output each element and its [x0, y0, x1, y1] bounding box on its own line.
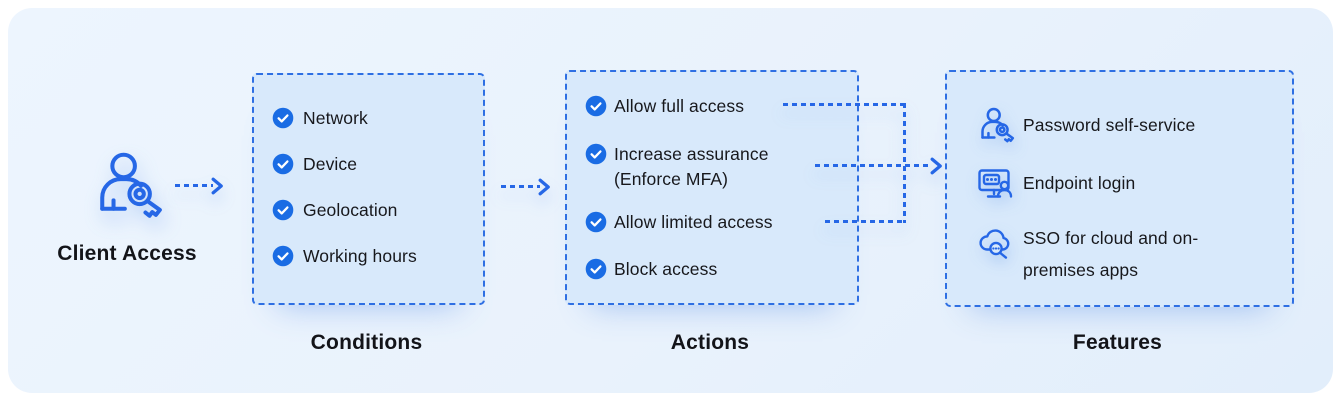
arrowhead-icon [930, 157, 942, 175]
arrow-line [175, 184, 213, 187]
client-access-label: Client Access [57, 242, 197, 265]
action-item: Increase assurance (Enforce MFA) [585, 142, 819, 192]
condition-label: Device [303, 154, 358, 174]
arrowhead-icon [538, 178, 550, 196]
connector-top-line [783, 103, 906, 106]
condition-label: Geolocation [303, 200, 398, 220]
conditions-box: Network Device Geolocation Working hours [252, 73, 485, 305]
condition-item: Device [272, 152, 357, 177]
action-label: Increase assurance (Enforce MFA) [614, 144, 769, 189]
cloud-sso-icon [979, 229, 1010, 259]
check-badge-icon [585, 143, 607, 165]
features-title: Features [1072, 331, 1163, 354]
connector-merge-line [903, 103, 906, 223]
check-badge-icon [585, 95, 607, 117]
user-search-icon [981, 107, 1015, 143]
feature-item: SSO for cloud and on-premises apps [975, 222, 1238, 286]
check-badge-icon [272, 153, 294, 175]
action-item: Allow limited access [585, 210, 773, 235]
features-box: Password self-service Endpoint login [945, 70, 1294, 307]
endpoint-login-icon [978, 169, 1013, 198]
arrow-line [501, 185, 540, 188]
feature-item: Endpoint login [975, 163, 1135, 203]
check-badge-icon [585, 211, 607, 233]
condition-item: Network [272, 106, 368, 131]
check-badge-icon [272, 107, 294, 129]
feature-item: Password self-service [975, 105, 1195, 145]
actions-title: Actions [670, 331, 750, 354]
feature-label: Endpoint login [1023, 173, 1136, 193]
conditions-title: Conditions [310, 331, 423, 354]
arrowhead-icon [211, 177, 223, 195]
condition-label: Working hours [303, 246, 417, 266]
actions-box: Allow full access Increase assurance (En… [565, 70, 859, 305]
action-item: Allow full access [585, 94, 744, 119]
action-label: Block access [614, 259, 718, 279]
condition-item: Geolocation [272, 198, 398, 223]
action-label: Allow full access [614, 96, 745, 116]
diagram-card: Client Access Network Device Geolocation [8, 8, 1333, 393]
connector-bottom-line [825, 220, 906, 223]
check-badge-icon [585, 258, 607, 280]
feature-label: SSO for cloud and on-premises apps [1023, 228, 1199, 280]
check-badge-icon [272, 245, 294, 267]
connector-middle-line [815, 164, 932, 167]
action-label: Allow limited access [614, 212, 773, 232]
user-search-icon [88, 147, 164, 223]
feature-label: Password self-service [1023, 115, 1196, 135]
check-badge-icon [272, 199, 294, 221]
action-item: Block access [585, 257, 717, 282]
condition-label: Network [303, 108, 368, 128]
condition-item: Working hours [272, 244, 417, 269]
